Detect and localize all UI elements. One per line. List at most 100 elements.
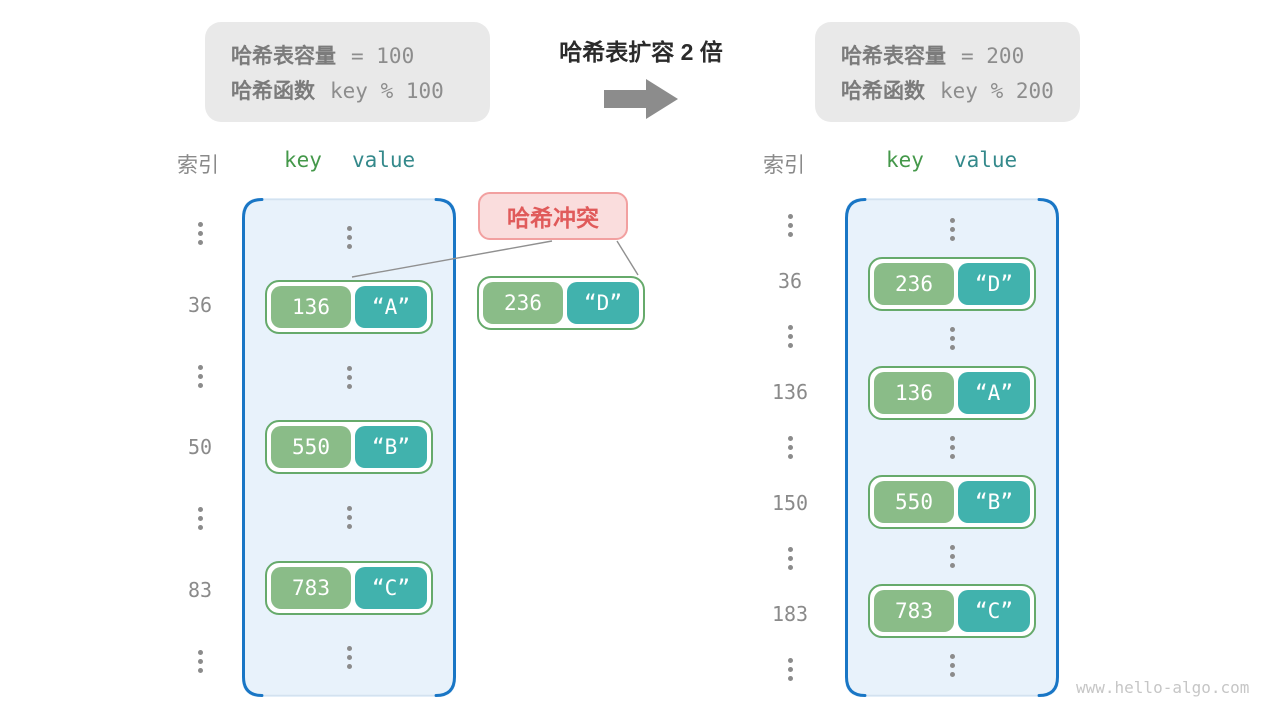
left-kv-header: key value (284, 148, 415, 172)
kv-pair: 550 “B” (265, 420, 433, 475)
right-index-column: 36 136 150 183 (760, 198, 820, 697)
index-ellipsis (760, 420, 820, 475)
vertical-ellipsis-icon (949, 545, 955, 569)
capacity-after-box: 哈希表容量 = 200 哈希函数 key % 200 (815, 22, 1080, 122)
key-box: 136 (874, 371, 954, 414)
capacity-label: 哈希表容量 (231, 44, 336, 68)
value-box: “C” (355, 566, 427, 609)
value-box: “A” (958, 371, 1030, 414)
kv-pair: 136 “A” (868, 365, 1036, 420)
index-ellipsis (170, 341, 230, 412)
vertical-ellipsis-icon (949, 654, 955, 678)
index-value: 36 (777, 269, 803, 294)
vertical-ellipsis-icon (197, 364, 203, 388)
kv-pair: 136 “A” (265, 280, 433, 335)
hash-function-label: 哈希函数 (841, 79, 925, 103)
bucket-ellipsis (242, 483, 456, 553)
index-ellipsis (760, 531, 820, 586)
index-ellipsis (170, 198, 230, 269)
index-value: 183 (771, 601, 809, 626)
bucket-ellipsis (845, 639, 1059, 694)
value-box: “A” (355, 286, 427, 329)
vertical-ellipsis-icon (346, 646, 352, 670)
capacity-row: 哈希表容量 = 200 (841, 40, 1054, 70)
bucket-ellipsis (845, 529, 1059, 584)
index-cell: 36 (760, 253, 820, 308)
bucket-entry: 136 “A” (242, 272, 456, 342)
vertical-ellipsis-icon (787, 546, 793, 570)
hash-table-after: 236 “D” 136 “A” 550 “B” 783 “C” (845, 198, 1059, 697)
index-cell: 50 (170, 412, 230, 483)
capacity-value: = 200 (961, 43, 1025, 68)
index-ellipsis (760, 198, 820, 253)
index-cell: 83 (170, 554, 230, 625)
bucket-bracket-border (845, 198, 1059, 697)
bucket-entry: 783 “C” (845, 584, 1059, 639)
colliding-kv-pair: 236 “D” (477, 276, 645, 330)
value-box: “B” (355, 426, 427, 469)
bucket-ellipsis (845, 311, 1059, 366)
bucket-bracket-border (242, 198, 456, 697)
hash-collision-label: 哈希冲突 (478, 192, 628, 240)
bucket-entry: 783 “C” (242, 553, 456, 623)
key-column-header: key (886, 148, 924, 172)
key-box: 136 (271, 286, 351, 329)
kv-pair: 783 “C” (265, 560, 433, 615)
key-box: 236 (874, 262, 954, 305)
bucket-entry: 550 “B” (242, 412, 456, 482)
key-box: 236 (483, 282, 563, 324)
capacity-label: 哈希表容量 (841, 44, 946, 68)
right-arrow-icon (604, 79, 678, 119)
value-box: “D” (958, 262, 1030, 305)
key-box: 783 (874, 590, 954, 633)
vertical-ellipsis-icon (197, 507, 203, 531)
bucket-ellipsis (845, 420, 1059, 475)
index-ellipsis (760, 309, 820, 364)
hash-function-label: 哈希函数 (231, 79, 315, 103)
vertical-ellipsis-icon (949, 436, 955, 460)
hash-function-value: key % 100 (330, 78, 444, 103)
index-value: 50 (187, 435, 213, 460)
left-index-column: 36 50 83 (170, 198, 230, 697)
hash-function-row: 哈希函数 key % 200 (841, 75, 1054, 105)
capacity-row: 哈希表容量 = 100 (231, 40, 464, 70)
key-box: 783 (271, 566, 351, 609)
expand-title: 哈希表扩容 2 倍 (559, 39, 723, 65)
vertical-ellipsis-icon (949, 217, 955, 241)
vertical-ellipsis-icon (787, 435, 793, 459)
kv-pair: 236 “D” (868, 256, 1036, 311)
index-cell: 136 (760, 364, 820, 419)
value-box: “C” (958, 590, 1030, 633)
vertical-ellipsis-icon (787, 325, 793, 349)
vertical-ellipsis-icon (949, 326, 955, 350)
vertical-ellipsis-icon (787, 214, 793, 238)
key-column-header: key (284, 148, 322, 172)
vertical-ellipsis-icon (787, 657, 793, 681)
value-column-header: value (953, 148, 1018, 172)
index-cell: 183 (760, 586, 820, 641)
kv-pair: 783 “C” (868, 584, 1036, 639)
index-cell: 150 (760, 475, 820, 530)
vertical-ellipsis-icon (346, 225, 352, 249)
index-value: 83 (187, 578, 213, 603)
hash-table-before: 136 “A” 550 “B” 783 “C” (242, 198, 456, 697)
left-index-header: 索引 (177, 154, 219, 177)
bucket-entry: 236 “D” (845, 256, 1059, 312)
value-column-header: value (351, 148, 416, 172)
right-index-header: 索引 (763, 154, 805, 177)
index-value: 150 (771, 490, 809, 515)
index-ellipsis (170, 483, 230, 554)
bucket-ellipsis (242, 342, 456, 412)
index-value: 36 (187, 292, 213, 317)
bucket-ellipsis (242, 202, 456, 272)
vertical-ellipsis-icon (346, 506, 352, 530)
vertical-ellipsis-icon (346, 365, 352, 389)
hash-function-row: 哈希函数 key % 100 (231, 75, 464, 105)
watermark: www.hello-algo.com (1076, 678, 1250, 697)
value-box: “D” (567, 282, 639, 324)
value-box: “B” (958, 481, 1030, 524)
kv-pair: 550 “B” (868, 475, 1036, 530)
bucket-entry: 550 “B” (845, 475, 1059, 530)
bucket-rows: 136 “A” 550 “B” 783 “C” (242, 198, 456, 697)
bucket-rows: 236 “D” 136 “A” 550 “B” 783 “C” (845, 198, 1059, 697)
